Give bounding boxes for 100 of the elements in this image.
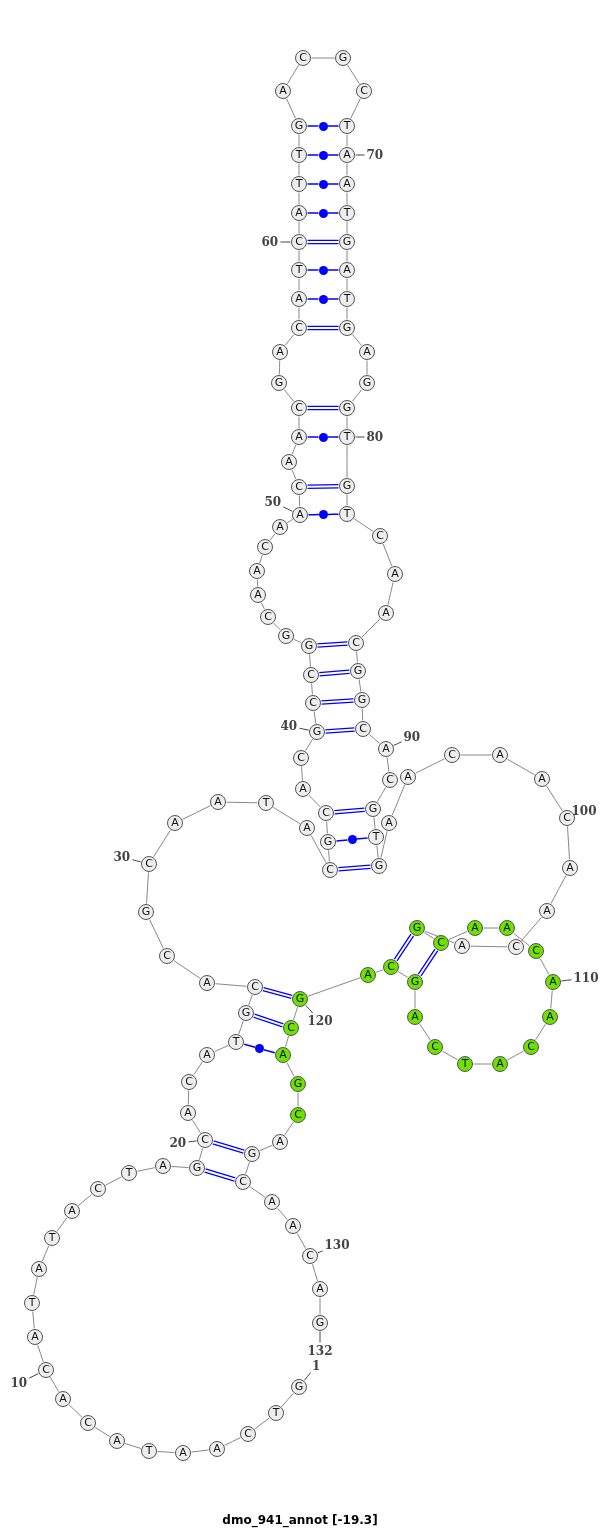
base-pair-line [306, 325, 340, 331]
pair-dot [318, 121, 328, 131]
backbone-line [311, 1263, 319, 1282]
nucleotide-circle: T [24, 1295, 40, 1311]
backbone-line [376, 786, 387, 803]
backbone-line [346, 192, 348, 205]
nucleotide-circle: C [291, 320, 307, 336]
base-pair-line [393, 933, 415, 962]
nucleotide-circle: A [378, 605, 394, 621]
backbone-line [298, 134, 300, 147]
leader-line [393, 741, 403, 746]
nucleotide-circle: A [467, 920, 483, 936]
backbone-line [124, 1443, 142, 1449]
nucleotide-circle: C [356, 83, 372, 99]
nucleotide-circle: C [80, 1415, 96, 1431]
nucleotide-circle: G [359, 375, 375, 391]
nucleotide-circle: G [291, 118, 307, 134]
leader-line [303, 1372, 312, 1381]
nucleotide-circle: G [365, 801, 381, 817]
nucleotide-circle: G [238, 1005, 254, 1021]
backbone-line [259, 554, 263, 564]
nucleotide-circle: T [44, 1230, 60, 1246]
backbone-line [470, 945, 508, 948]
nucleotide-circle: A [281, 454, 297, 470]
leader-line [282, 506, 293, 512]
nucleotide-circle: G [409, 920, 425, 936]
backbone-line [283, 389, 295, 402]
nucleotide-circle: G [407, 974, 423, 990]
structure-caption: dmo_941_annot [-19.3] [222, 1513, 378, 1527]
leader-line [305, 1004, 314, 1014]
backbone-line [286, 98, 296, 119]
nucleotide-circle: A [534, 771, 550, 787]
base-pair-line [262, 987, 293, 999]
nucleotide-circle: A [291, 429, 307, 445]
backbone-line [56, 1217, 68, 1232]
nucleotide-circle: A [27, 1329, 43, 1345]
nucleotide-circle: C [305, 695, 321, 711]
nucleotide-circle: A [249, 563, 265, 579]
base-pair-line [204, 1168, 236, 1182]
backbone-line [94, 1427, 111, 1437]
nucleotide-circle: A [31, 1261, 47, 1277]
nucleotide-circle: C [181, 1074, 197, 1090]
backbone-line [375, 969, 384, 973]
pair-dot [318, 208, 328, 218]
backbone-line [380, 830, 388, 859]
backbone-line [506, 1050, 525, 1061]
nucleotide-circle: C [293, 750, 309, 766]
nucleotide-circle: A [562, 860, 578, 876]
backbone-line [33, 1276, 38, 1296]
backbone-line [346, 163, 348, 176]
nucleotide-circle: C [433, 935, 449, 951]
nucleotide-circle: T [268, 1405, 284, 1421]
nucleotide-circle: C [141, 856, 157, 872]
backbone-line [424, 930, 455, 944]
backbone-line [41, 1245, 50, 1262]
nucleotide-circle: T [121, 1165, 137, 1181]
position-number: 60 [261, 235, 279, 249]
nucleotide-circle: G [292, 991, 308, 1007]
nucleotide-circle: A [299, 820, 315, 836]
backbone-line [157, 1451, 175, 1453]
backbone-line [153, 829, 171, 858]
base-pair-line [355, 837, 369, 840]
base-pair-line [324, 727, 356, 734]
backbone-line [173, 960, 201, 979]
backbone-line [351, 334, 363, 346]
nucleotide-circle: C [240, 1426, 256, 1442]
nucleotide-circle: A [387, 566, 403, 582]
backbone-line [567, 826, 570, 860]
base-pair-line [306, 483, 340, 490]
backbone-line [49, 1376, 60, 1393]
nucleotide-circle: A [542, 1009, 558, 1025]
base-pair-line [306, 436, 320, 438]
backbone-line [448, 930, 468, 941]
backbone-line [301, 766, 303, 781]
nucleotide-circle: G [335, 50, 351, 66]
backbone-line [376, 844, 379, 859]
leader-line [355, 154, 365, 156]
nucleotide-circle: G [320, 834, 336, 850]
backbone-line [311, 683, 313, 695]
backbone-line [361, 708, 364, 721]
nucleotide-circle: G [339, 400, 355, 416]
nucleotide-circle: A [155, 1158, 171, 1174]
backbone-line [346, 494, 348, 506]
base-pair-line [306, 154, 320, 156]
backbone-line [149, 919, 164, 949]
position-number: 70 [366, 148, 384, 162]
nucleotide-circle: A [199, 1047, 215, 1063]
backbone-line [311, 57, 335, 59]
nucleotide-circle: A [199, 975, 215, 991]
leader-line [560, 979, 572, 982]
nucleotide-circle: A [210, 794, 226, 810]
nucleotide-circle: A [539, 903, 555, 919]
backbone-line [281, 1392, 294, 1408]
backbone-line [356, 651, 358, 663]
nucleotide-circle: A [454, 938, 470, 954]
base-pair-line [326, 436, 340, 438]
backbone-line [297, 1092, 299, 1107]
nucleotide-circle: G [244, 1146, 260, 1162]
base-pair-line [333, 807, 366, 815]
nucleotide-circle: G [371, 858, 387, 874]
